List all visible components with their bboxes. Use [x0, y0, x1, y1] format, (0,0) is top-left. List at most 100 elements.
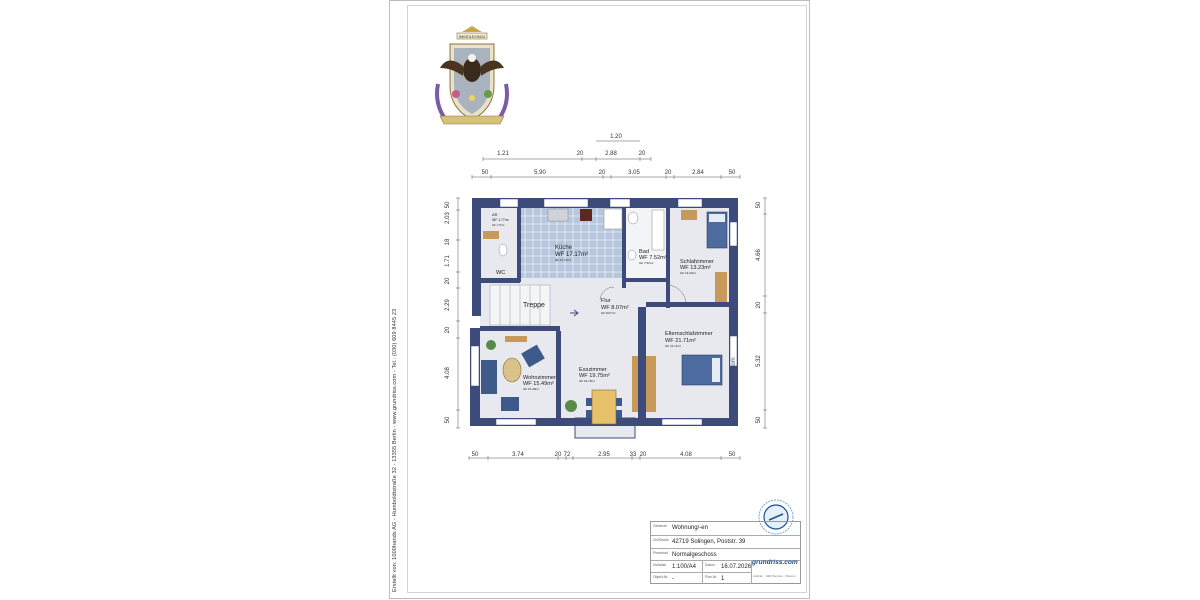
chair-icon: [616, 398, 622, 406]
building-label: Gebäude: [653, 524, 667, 528]
address-value: 42719 Solingen, Poststr. 39: [672, 539, 746, 545]
watermark-text: www.IMMOLEON24.com: [731, 357, 737, 425]
dim-label: 50: [445, 201, 451, 208]
title-row-plan: Planinhalt Normalgeschoss: [651, 549, 800, 561]
dim-label: 4.08: [445, 367, 451, 379]
dim-label: 20: [445, 277, 451, 284]
plant-icon: [486, 340, 496, 350]
wall-east: [729, 198, 738, 426]
chair-icon: [616, 410, 622, 418]
wall-internal: [556, 331, 561, 418]
dim-label: 2.29: [445, 299, 451, 311]
logo-banner-text: IMMOLEON24: [459, 34, 486, 39]
chair-icon: [586, 410, 592, 418]
room-name: Treppe: [523, 302, 545, 309]
dim-label: 2.03: [445, 212, 451, 224]
wood-floor-strips: [632, 272, 727, 412]
coffee-table-icon: [502, 357, 522, 383]
certification-stamp: [758, 499, 794, 535]
room-wf: WF 17.17m²: [555, 252, 588, 258]
room-gf: GF 17.17m²: [555, 258, 571, 262]
dimension-ticks: [456, 157, 767, 460]
storage-shelf-icon: [483, 231, 499, 239]
dimension-lines: [456, 140, 767, 460]
title-block: Gebäude Wohnung/-en Ort/Straße 42719 Sol…: [650, 521, 801, 584]
building-value: Wohnung/-en: [672, 525, 708, 531]
furniture: [481, 208, 728, 425]
plant-icon: [565, 400, 577, 412]
wall-internal: [626, 278, 666, 282]
stove-icon: [580, 209, 592, 221]
bathtub-icon: [651, 209, 665, 251]
chair-icon: [586, 398, 592, 406]
dim-label: 20: [445, 326, 451, 333]
dimension-labels: 1.20 1.21 20 2.88 20 50 5.90 20 3.05 20 …: [472, 134, 736, 458]
dim-label: 20: [665, 170, 672, 176]
room-name: Wohnzimmer: [523, 375, 556, 381]
wall-internal: [480, 326, 560, 331]
room-wf: WF 7.52m²: [639, 255, 667, 261]
drawing-frame: [407, 5, 807, 593]
kitchen-counter-icon: [547, 208, 569, 222]
dining-table-icon: [591, 389, 617, 425]
room-gf: GF 8.07m²: [601, 311, 615, 315]
room-wf: WF 13.23m²: [680, 265, 711, 271]
dim-label: 2.88: [605, 151, 617, 157]
wall-internal: [622, 208, 626, 288]
room-wf: WF 15.49m²: [523, 381, 554, 387]
dim-label: 33: [630, 452, 637, 458]
door-swings: [599, 284, 687, 303]
stair-arrow-icon: [570, 309, 579, 317]
room-name: Schlafzimmer: [680, 259, 714, 265]
dim-label: 3.05: [628, 170, 640, 176]
object-number-label: Objekt-Nr.: [653, 575, 669, 579]
brand-name: grundriss.com: [752, 559, 798, 566]
staircase: [489, 284, 551, 326]
crest-eagle: [440, 54, 504, 82]
armchair-icon: [501, 397, 519, 411]
room-gf: GF 15.49m²: [523, 387, 539, 391]
title-row-scale: Maßstab 1:100/A4: [651, 561, 703, 573]
wall-internal: [517, 208, 521, 282]
dim-label: 4.08: [680, 452, 692, 458]
toilet-icon: [498, 243, 508, 257]
dim-label: 1.71: [445, 255, 451, 267]
sofa-icon: [481, 360, 497, 394]
brand-logo: grundriss.com Auftrak · 1000 Service · P…: [752, 559, 800, 581]
brand-subtitle: Auftrak · 1000 Service · Planner: [753, 574, 796, 578]
armchair-icon: [521, 344, 545, 368]
dim-label: 5.90: [534, 170, 546, 176]
dim-label: 20: [639, 151, 646, 157]
dim-label: 20: [555, 452, 562, 458]
room-wf: WF 1.77m²: [492, 218, 510, 222]
shower-icon: [603, 208, 623, 230]
address-label: Ort/Straße: [653, 538, 669, 542]
date-label: Datum: [705, 563, 715, 567]
room-gf: GF 21.71m²: [665, 344, 681, 348]
dim-label: 50: [482, 170, 489, 176]
dim-label: 20: [599, 170, 606, 176]
room-name: AR: [492, 212, 498, 217]
dim-label: 2.95: [598, 452, 610, 458]
dim-label: 50: [445, 416, 451, 423]
room-gf: GF 7.52m²: [639, 261, 653, 265]
dim-label: 2.84: [692, 170, 704, 176]
dim-label: 1.21: [497, 151, 509, 157]
dim-label: 50: [729, 170, 736, 176]
room-name: Elternschlafzimmer: [665, 331, 713, 337]
desk-icon: [681, 210, 697, 220]
windows: [470, 198, 738, 426]
sink-icon: [627, 249, 637, 261]
dim-label: 50: [756, 201, 762, 208]
title-row-object: Objekt-Nr. -: [651, 573, 703, 584]
room-name: Küche: [555, 245, 573, 251]
dim-label: 20: [640, 452, 647, 458]
scale-value: 1:100/A4: [672, 564, 697, 570]
plan-content-label: Planinhalt: [653, 551, 668, 555]
title-row-plan-number: Plan-Nr. 1: [703, 573, 752, 584]
dim-label: 3.74: [512, 452, 524, 458]
wall-internal: [480, 278, 520, 283]
title-row-date: Datum 16.07.2026: [703, 561, 752, 573]
pillow-icon: [712, 358, 720, 382]
toilet-icon: [627, 211, 639, 225]
